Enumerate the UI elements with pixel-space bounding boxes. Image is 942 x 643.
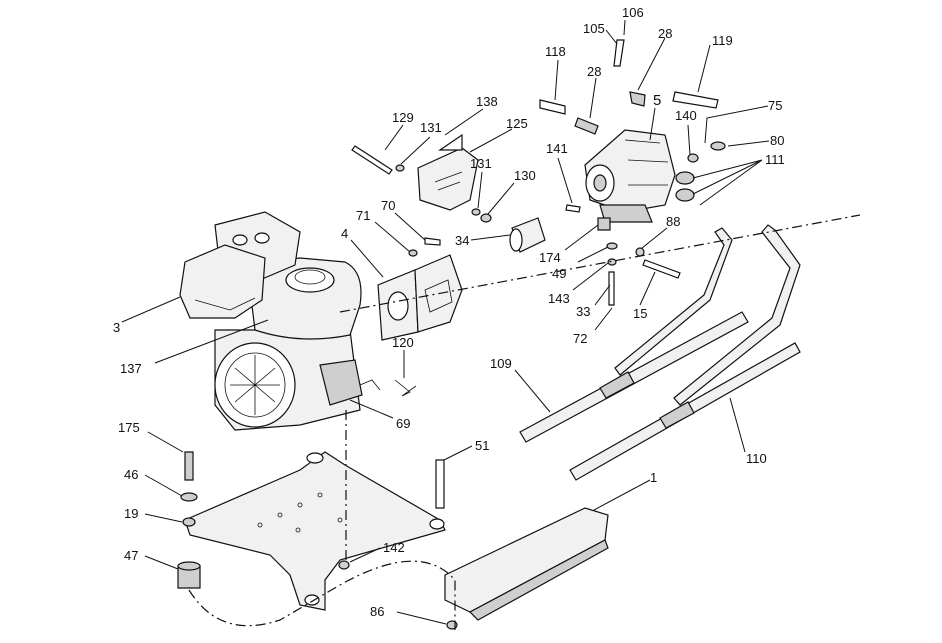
callout-1: 1 [650,470,657,485]
callout-140: 140 [675,108,697,123]
callout-28: 28 [658,26,672,41]
callout-75: 75 [768,98,782,113]
callout-19: 19 [124,506,138,521]
alignment-line-shaft [339,214,861,313]
clip-120 [394,379,417,397]
fitting-118 [539,99,566,115]
callout-137: 137 [120,361,142,376]
isolator-47 [177,561,201,589]
callout-118: 118 [545,44,566,59]
bolt-70 [424,237,441,246]
bolt-72 [608,271,615,306]
callout-105: 105 [583,21,605,36]
washer-131a [395,164,405,172]
pin-105 [613,39,625,67]
callout-4: 4 [341,226,348,241]
callout-142: 142 [383,540,405,555]
leader-lines [121,19,770,625]
fitting-80 [710,141,726,151]
fitting-119 [672,91,719,109]
hose-109 [519,227,749,443]
nut-130 [480,213,492,223]
fitting-28b [629,91,646,107]
callout-49: 49 [552,266,566,281]
washer-46 [180,492,198,502]
bolt-175 [184,451,194,481]
bolt-51 [435,459,445,509]
washer-131b [471,208,481,216]
washer-49 [606,242,618,250]
fitting-111a [675,171,695,185]
pin-15 [642,259,681,279]
callout-141: 141 [546,141,568,156]
callout-119: 119 [712,33,733,48]
washer-143 [607,258,617,266]
callout-46: 46 [124,467,138,482]
callout-28: 28 [587,64,601,79]
callout-labels: 106 105 28 119 118 28 5 75 140 80 111 13… [113,5,785,619]
callout-34: 34 [455,233,469,248]
callout-106: 106 [622,5,644,20]
pump-adapter-housing [377,254,463,341]
callout-109: 109 [490,356,512,371]
callout-130: 130 [514,168,536,183]
belt-guard-1 [444,507,609,621]
callout-88: 88 [666,214,680,229]
washer-71 [408,249,418,257]
fitting-111b [675,188,695,202]
callout-129: 129 [392,110,414,125]
callout-70: 70 [381,198,395,213]
callout-5: 5 [653,92,661,109]
callout-80: 80 [770,133,784,148]
washer-19 [182,517,196,527]
alignment-line-base [188,560,456,630]
nut-142 [338,560,350,570]
callout-175: 175 [118,420,140,435]
pump-guard [417,147,479,211]
callout-125: 125 [506,116,528,131]
fitting-28a [574,117,599,135]
callout-86: 86 [370,604,384,619]
callout-174: 174 [539,250,561,265]
callout-143: 143 [548,291,570,306]
pump [584,129,676,223]
callout-131: 131 [470,156,492,171]
callout-111: 111 [765,152,785,167]
callout-47: 47 [124,548,138,563]
nut-88 [635,247,645,257]
callout-3: 3 [113,320,120,335]
warning-label-138 [438,133,463,151]
callout-69: 69 [396,416,410,431]
pin-141 [565,204,581,213]
callout-131: 131 [420,120,442,135]
clip-174 [597,217,611,231]
base-frame [184,451,446,611]
callout-110: 110 [746,451,767,466]
callout-51: 51 [475,438,489,453]
hose-110 [569,224,801,481]
callout-120: 120 [392,335,414,350]
callout-33: 33 [576,304,590,319]
callout-15: 15 [633,306,647,321]
callout-72: 72 [573,331,587,346]
coupler [509,217,546,253]
engine-assembly [179,211,381,431]
callout-71: 71 [356,208,370,223]
fitting-140 [687,153,699,163]
callout-138: 138 [476,94,498,109]
bolt-129 [351,145,393,175]
